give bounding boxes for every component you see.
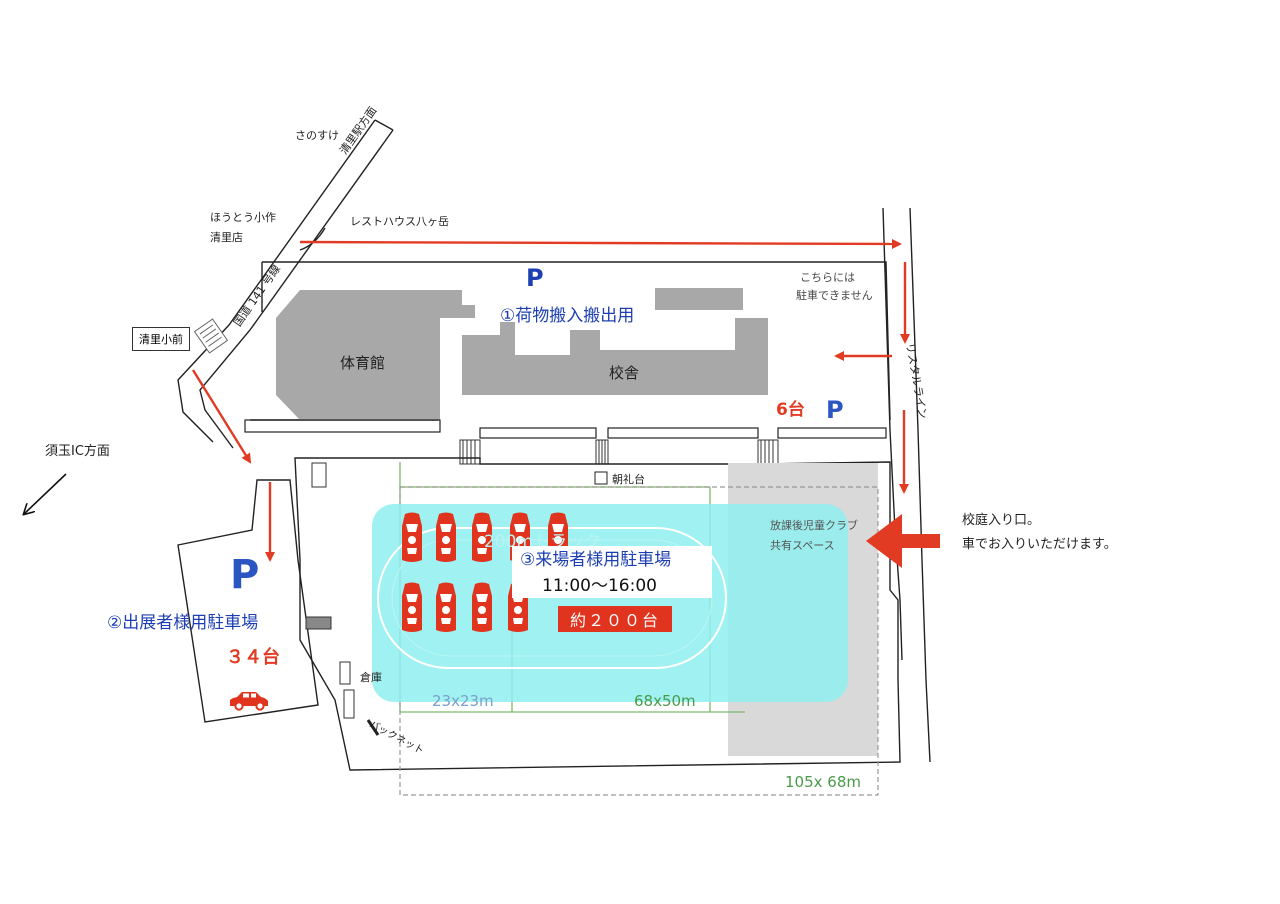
lot-connector [305, 616, 332, 630]
label-lot6-count: 6台 [776, 400, 805, 420]
label-kiyosato-elem: 清里小前 [139, 333, 183, 346]
schoolyard-boundary [294, 457, 901, 771]
label-storage: 倉庫 [360, 671, 382, 684]
stairs [459, 439, 779, 465]
label-entrance-2: 車でお入りいただけます。 [962, 537, 1117, 552]
label-sanosuke: さのすけ [295, 129, 339, 142]
label-houtou-branch: 清里店 [210, 231, 243, 244]
label-lot2-count: ３４台 [226, 647, 280, 668]
national-route-road [177, 119, 394, 449]
label-houtou-shop: ほうとう小作 [210, 211, 276, 224]
label-gym: 体育館 [340, 354, 386, 372]
school-building [462, 318, 768, 395]
morning-stage-icon [594, 471, 608, 485]
walkway [244, 419, 887, 439]
car-icon [229, 691, 269, 711]
storage-building [339, 661, 351, 685]
route-arrows [191, 238, 910, 562]
label-no-parking-2: 駐車できません [796, 289, 873, 302]
label-lot3-hours: 11:00〜16:00 [542, 576, 657, 596]
label-no-parking-1: こちらには [800, 271, 855, 284]
label-field-large: 105x 68m [785, 773, 861, 791]
lot3-info-box [512, 546, 712, 598]
sutama-direction-arrow [24, 473, 67, 514]
label-field-small: 23x23m [432, 692, 494, 710]
car-icon [471, 581, 493, 633]
p-sign-east: P [826, 396, 844, 424]
entrance-arrow [866, 514, 940, 568]
label-lot1: ①荷物搬入搬出用 [500, 306, 635, 326]
gymnasium [276, 290, 475, 420]
car-icon [401, 511, 423, 563]
p-sign-west: P [230, 552, 260, 598]
label-morning-stage: 朝礼台 [612, 473, 645, 486]
small-building [311, 462, 327, 488]
label-school: 校舎 [609, 364, 640, 382]
kiyosato-elem-sign: 清里小前 [132, 327, 190, 351]
p-sign-north: P [526, 264, 544, 292]
label-lot3-count: 約２００台 [569, 611, 660, 630]
label-afterschool-1: 放課後児童クラブ [770, 519, 858, 532]
exhibitor-parking-lot [177, 479, 319, 723]
storage-building-2 [343, 689, 355, 719]
car-icon [435, 581, 457, 633]
label-afterschool-2: 共有スペース [770, 539, 835, 552]
school-annex [655, 288, 743, 310]
car-icon [435, 511, 457, 563]
crosswalk [193, 318, 229, 354]
label-lot2: ②出展者様用駐車場 [107, 613, 259, 633]
lot3-count-badge: 約２００台 [558, 606, 672, 632]
label-lot3: ③来場者様用駐車場 [520, 550, 672, 570]
label-field-mid: 68x50m [634, 692, 696, 710]
label-rest-house: レストハウス八ヶ岳 [350, 215, 449, 228]
backnet-mark [366, 719, 380, 736]
label-entrance-1: 校庭入り口。 [962, 513, 1041, 528]
label-sutama-ic: 須玉IC方面 [45, 444, 110, 459]
car-icon [401, 581, 423, 633]
